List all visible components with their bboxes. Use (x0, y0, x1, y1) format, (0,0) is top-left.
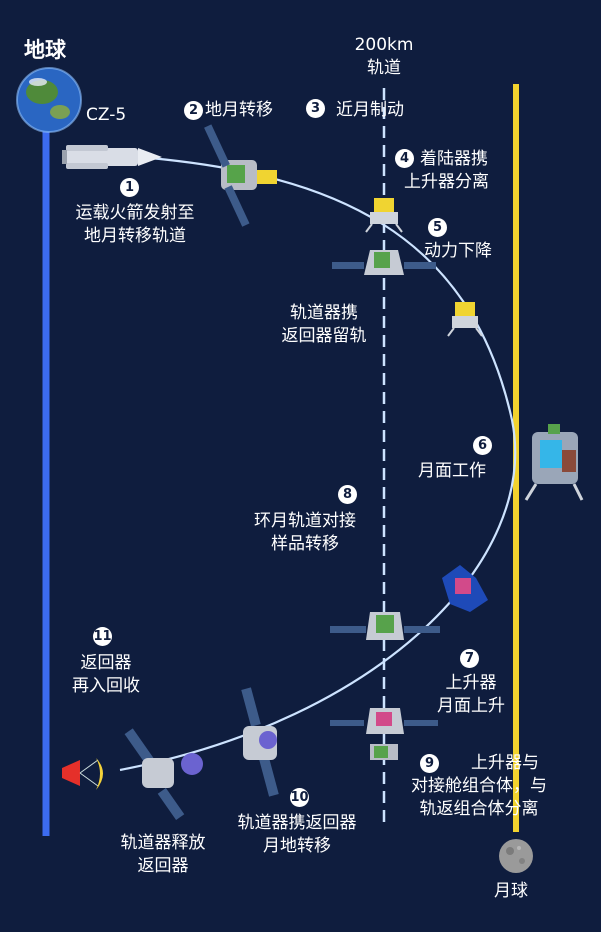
separation-stack-icon (330, 708, 438, 760)
orbiter-release-icon (124, 728, 203, 820)
orbiter-returner-icon (332, 250, 436, 275)
step-10: 10 (290, 787, 311, 807)
step-10-text: 轨道器携返回器 月地转移 (237, 813, 357, 856)
step-6-text: 月面工作 (418, 461, 486, 481)
step-8-text: 环月轨道对接 样品转移 (254, 511, 356, 554)
step-9-number: 9 (420, 754, 439, 773)
orbit-200km-label: 200km 轨道 (354, 35, 414, 78)
lander-ascender-icon (365, 198, 403, 233)
step-1-text: 运载火箭发射至 地月转移轨道 (75, 203, 195, 246)
ascender-liftoff-icon (442, 565, 488, 612)
trajectory-arc (119, 156, 517, 772)
step-5: 5 (428, 217, 449, 237)
step-11-text: 返回器 再入回收 (72, 653, 140, 696)
step-3-text: 近月制动 (336, 100, 404, 120)
descending-lander-icon (447, 302, 483, 337)
earth-globe (16, 67, 82, 133)
step-9: 9 (420, 753, 441, 773)
step-3: 3 (306, 98, 327, 118)
reentry-capsule-icon (62, 758, 103, 790)
step-4-text: 着陆器携 上升器分离 (404, 149, 489, 192)
step-2-number: 2 (184, 101, 203, 120)
surface-lander-icon (524, 424, 584, 501)
step-8-number: 8 (338, 485, 357, 504)
spacecraft-translunar-icon (204, 124, 277, 227)
step-1-number: 1 (120, 178, 139, 197)
docking-orbiter-icon (330, 612, 440, 640)
step-8: 8 (338, 484, 359, 504)
step-5-text: 动力下降 (424, 241, 492, 261)
step-6-number: 6 (473, 436, 492, 455)
step-5-number: 5 (428, 218, 447, 237)
step-4: 4 (395, 148, 416, 168)
moon-label: 月球 (494, 881, 528, 901)
trans-earth-orbiter-icon (241, 687, 279, 797)
step-3-number: 3 (306, 99, 325, 118)
step-10-number: 10 (290, 788, 309, 807)
step-4-number: 4 (395, 149, 414, 168)
earth-label: 地球 (24, 38, 66, 62)
step-2-text: 地月转移 (205, 100, 273, 120)
step-9-text: 上升器与 对接舱组合体，与 轨返组合体分离 (411, 753, 547, 819)
moon-globe (499, 839, 533, 873)
orbiter-stays-caption: 轨道器携 返回器留轨 (281, 303, 367, 346)
step-6: 6 (473, 435, 494, 455)
step-11: 11 (93, 626, 114, 646)
step-7-number: 7 (460, 649, 479, 668)
step-1: 1 (120, 177, 141, 197)
orbiter-release-caption: 轨道器释放 返回器 (120, 833, 206, 876)
step-11-number: 11 (93, 627, 112, 646)
step-7-text: 上升器 月面上升 (437, 673, 505, 716)
step-7: 7 (460, 648, 481, 668)
rocket-label: CZ-5 (86, 105, 127, 125)
rocket-icon (62, 145, 162, 169)
